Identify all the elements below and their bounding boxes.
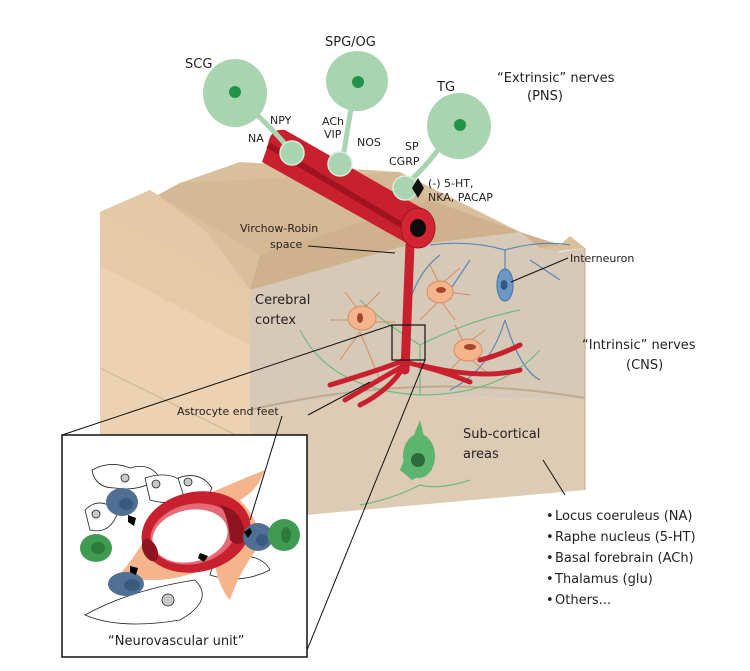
tissue-left-face-line <box>99 367 251 443</box>
zoom-line-bottom <box>304 359 426 656</box>
ganglion-tg <box>392 93 491 201</box>
tissue-top-groove <box>250 200 560 290</box>
label-interneuron: Interneuron <box>570 252 634 265</box>
cortex-boundary <box>249 385 586 411</box>
label-nos: NOS <box>357 136 381 149</box>
list-item: Thalamus (glu) <box>554 572 653 587</box>
label-na: NA <box>248 132 264 145</box>
list-item: Others... <box>555 593 611 608</box>
astrocyte-1 <box>330 291 395 381</box>
label-modulators-1: (-) 5-HT, <box>428 177 474 190</box>
subcortical-sources-list: • Locus coeruleus (NA) • Raphe nucleus (… <box>546 509 696 608</box>
ganglion-scg <box>203 59 305 166</box>
astrocyte-3 <box>444 324 491 376</box>
inhibitory-diamond-icon <box>412 178 424 198</box>
label-vip: VIP <box>324 128 342 141</box>
neurovascular-unit-inset <box>61 434 308 658</box>
list-item: Locus coeruleus (NA) <box>555 509 692 524</box>
label-modulators-2: NKA, PACAP <box>428 191 493 204</box>
label-extrinsic-title: “Extrinsic” nerves <box>497 71 615 86</box>
label-scg: SCG <box>185 57 212 72</box>
labels: SCG SPG/OG TG NA NPY ACh VIP NOS SP CGRP… <box>108 35 696 649</box>
label-ach: ACh <box>322 115 344 128</box>
label-subcortical-2: areas <box>463 447 499 462</box>
label-cerebral-1: Cerebral <box>255 293 310 308</box>
astrocyte-2 <box>419 264 471 321</box>
ganglion-spg-og <box>326 51 388 177</box>
zoom-line-top <box>61 324 393 436</box>
label-cerebral-2: cortex <box>255 313 296 328</box>
list-item: Raphe nucleus (5-HT) <box>555 530 696 545</box>
penetrating-vessel <box>327 240 523 408</box>
tissue-left-face-shade <box>100 212 250 345</box>
subcortical-neuron <box>299 299 541 506</box>
label-intrinsic-subtitle: (CNS) <box>626 358 663 373</box>
label-tg: TG <box>436 80 455 95</box>
label-sp: SP <box>405 140 419 153</box>
zoom-source-box <box>391 324 426 361</box>
label-npy: NPY <box>270 114 292 127</box>
label-virchow-1: Virchow-Robin <box>240 222 318 235</box>
label-subcortical-1: Sub-cortical <box>463 427 540 442</box>
label-cgrp: CGRP <box>389 155 420 168</box>
list-bullet: • <box>546 530 554 545</box>
label-extrinsic-subtitle: (PNS) <box>527 89 563 104</box>
list-bullet: • <box>546 551 554 566</box>
label-neurovascular-unit: “Neurovascular unit” <box>108 634 245 649</box>
astrocytes <box>330 264 491 381</box>
interneuron-cell <box>409 242 571 391</box>
label-astrocyte-end-feet: Astrocyte end feet <box>177 405 279 418</box>
list-bullet: • <box>546 572 554 587</box>
list-bullet: • <box>546 509 554 524</box>
label-spg-og: SPG/OG <box>325 35 376 50</box>
list-item: Basal forebrain (ACh) <box>555 551 694 566</box>
label-intrinsic-title: “Intrinsic” nerves <box>582 338 696 353</box>
tissue-top-ridge-1 <box>100 190 250 290</box>
leader-lines <box>249 245 569 521</box>
list-bullet: • <box>546 593 554 608</box>
label-virchow-2: space <box>270 238 303 251</box>
